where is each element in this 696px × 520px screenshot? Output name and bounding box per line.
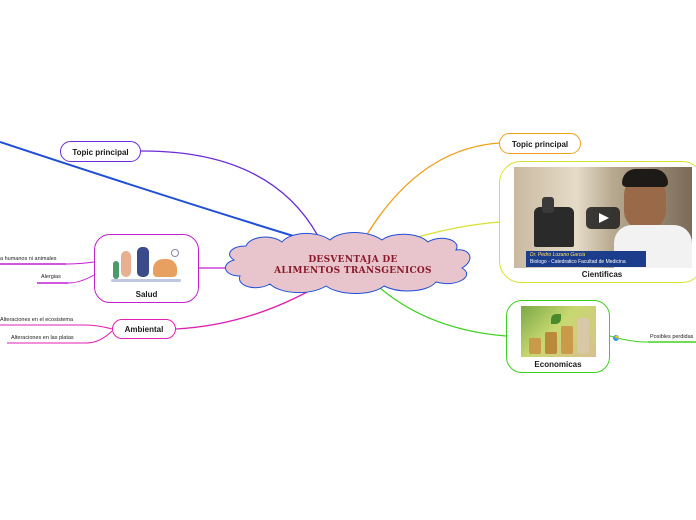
person-image bbox=[614, 167, 692, 268]
health-illustration bbox=[107, 239, 187, 287]
central-cloud bbox=[225, 232, 471, 294]
video-caption-role: Biologo - Catedratico Facultad de Medici… bbox=[530, 259, 626, 265]
connector-blue bbox=[0, 141, 301, 239]
salud-node[interactable]: Salud bbox=[94, 234, 199, 303]
salud-leaf-2[interactable]: Alergias bbox=[41, 274, 61, 280]
connector-cientificas bbox=[413, 221, 501, 239]
play-icon bbox=[599, 213, 609, 223]
salud-label: Salud bbox=[135, 290, 158, 299]
cientificas-node[interactable]: Dr. Pedro Lozano Garcia Biologo - Catedr… bbox=[499, 161, 696, 283]
play-button[interactable] bbox=[586, 207, 620, 229]
connector-economicas bbox=[379, 287, 507, 337]
topic-principal-left[interactable]: Topic principal bbox=[60, 141, 141, 162]
connector-topic-right bbox=[365, 142, 501, 237]
connector-salud-leaf2 bbox=[67, 274, 95, 284]
central-topic-line1: DESVENTAJA DE bbox=[308, 255, 398, 265]
economicas-node[interactable]: Economicas bbox=[506, 300, 610, 373]
cientificas-label: Cientificas bbox=[581, 270, 623, 279]
video-caption-name: Dr. Pedro Lozano Garcia bbox=[530, 252, 586, 258]
ambiental-label: Ambiental bbox=[124, 325, 164, 334]
salud-leaf-1[interactable]: a humanos ni animales bbox=[0, 256, 57, 262]
microscope-image bbox=[534, 207, 574, 247]
central-topic[interactable]: DESVENTAJA DE ALIMENTOS TRANSGENICOS bbox=[232, 255, 474, 277]
connector-amb-leaf2 bbox=[85, 330, 113, 344]
note-icon bbox=[613, 335, 619, 341]
ambiental-node[interactable]: Ambiental bbox=[112, 319, 176, 339]
video-thumbnail[interactable]: Dr. Pedro Lozano Garcia Biologo - Catedr… bbox=[514, 167, 692, 268]
topic-principal-left-label: Topic principal bbox=[72, 148, 129, 157]
connector-salud-leaf1 bbox=[65, 261, 95, 265]
topic-principal-right[interactable]: Topic principal bbox=[499, 133, 581, 154]
coins-image bbox=[521, 306, 596, 357]
economicas-leaf-1[interactable]: Posibles perdidas bbox=[650, 334, 694, 340]
connector-amb-leaf1 bbox=[83, 324, 113, 330]
connector-topic-left bbox=[139, 150, 319, 237]
ambiental-leaf-2[interactable]: Alteraciones en las platas bbox=[11, 335, 74, 341]
video-caption: Dr. Pedro Lozano Garcia Biologo - Catedr… bbox=[526, 251, 646, 267]
central-topic-line2: ALIMENTOS TRANSGENICOS bbox=[274, 266, 432, 276]
economicas-label: Economicas bbox=[534, 360, 582, 369]
connector-ambiental bbox=[175, 285, 319, 330]
topic-principal-right-label: Topic principal bbox=[511, 140, 569, 149]
ambiental-leaf-1[interactable]: Alteraciones en el ecosistema bbox=[0, 317, 74, 323]
